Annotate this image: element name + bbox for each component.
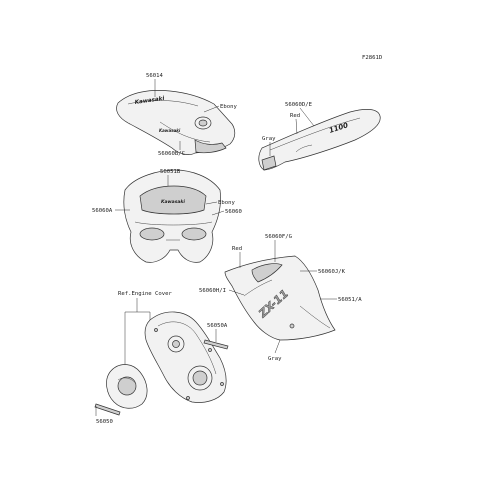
upper-cowl-part[interactable]: Kawasaki — [123, 169, 221, 263]
label-56060hi: 56060H/I — [199, 288, 226, 294]
label-56051b: 56051B — [160, 169, 181, 175]
tank-emblem-logo: Kawasaki — [159, 128, 181, 133]
label-56014: 56014 — [146, 73, 163, 79]
label-ebony-mid: Ebony — [218, 200, 235, 206]
label-56060fg: 56060F/G — [265, 234, 293, 240]
label-56060a: 56060A — [92, 208, 113, 214]
label-gray-top: Gray — [262, 136, 276, 142]
label-56060de: 56060D/E — [285, 102, 313, 108]
fuel-tank-part[interactable]: Kawasaki Kawasaki — [116, 90, 236, 155]
label-56060jk: 56060J/K — [318, 269, 346, 275]
label-56060: 56060 — [225, 209, 242, 215]
side-fairing-part[interactable]: ZX-11 — [224, 255, 336, 341]
emblem-strip-56050a[interactable] — [203, 339, 229, 350]
label-56050: 56050 — [96, 419, 113, 425]
label-ebony-top: Ebony — [220, 104, 237, 110]
emblem-strip-56050[interactable] — [94, 403, 121, 416]
label-56060bc: 56060B/C — [158, 151, 185, 157]
engine-cover-part[interactable] — [144, 311, 227, 403]
cowl-brand-logo: Kawasaki — [161, 199, 185, 205]
label-red-mid: Red — [232, 246, 242, 252]
label-red-top: Red — [290, 113, 300, 119]
figure-code: F2861D — [362, 55, 383, 61]
label-gray-bottom: Gray — [268, 356, 282, 362]
tail-cowl-part[interactable]: 1100 — [258, 109, 381, 171]
label-ref-engine-cover: Ref.Engine Cover — [118, 291, 173, 297]
label-56051a: 56051/A — [338, 297, 362, 303]
label-56050a: 56050A — [207, 323, 228, 329]
clutch-cover-part[interactable] — [106, 364, 148, 409]
tank-brand-logo: Kawasaki — [134, 96, 164, 106]
